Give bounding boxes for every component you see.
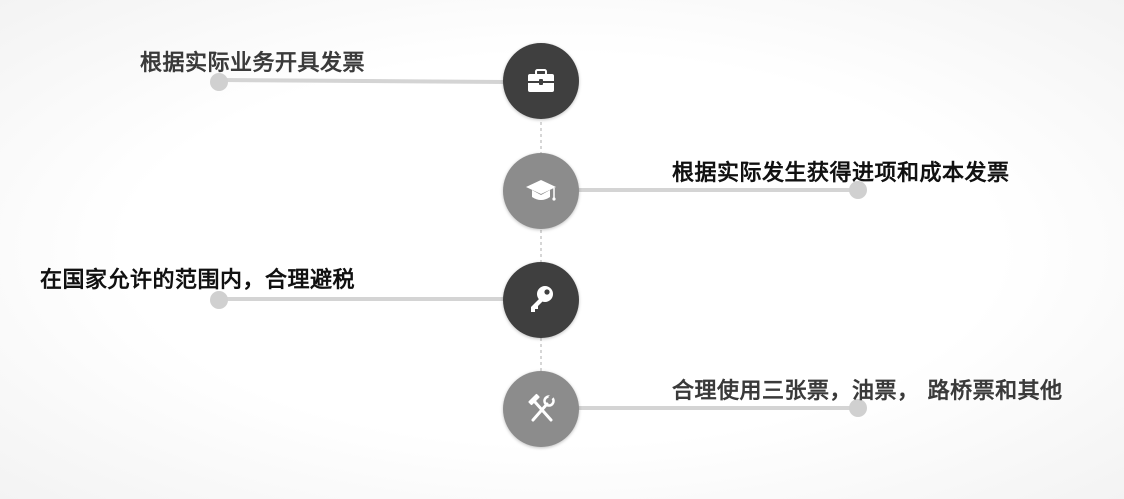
- connector-dot-3: [210, 291, 228, 309]
- step-node-4: [503, 371, 579, 447]
- step-node-2: [503, 153, 579, 229]
- briefcase-icon: [528, 69, 554, 92]
- connector-dot-2: [849, 181, 867, 199]
- step-node-1: [503, 43, 579, 119]
- connector-dot-1: [210, 73, 228, 91]
- step-label-2: 根据实际发生获得进项和成本发票: [672, 161, 1010, 186]
- graduation-cap-icon: [526, 180, 556, 201]
- connector-dot-4: [849, 399, 867, 417]
- key-icon: [531, 286, 553, 312]
- tools-icon: [528, 393, 555, 422]
- step-node-3: [503, 262, 579, 338]
- step-label-3: 在国家允许的范围内，合理避税: [40, 268, 356, 293]
- step-label-1: 根据实际业务开具发票: [140, 51, 366, 76]
- connector-1: [220, 78, 507, 84]
- step-label-4: 合理使用三张票，油票， 路桥票和其他: [672, 379, 1063, 404]
